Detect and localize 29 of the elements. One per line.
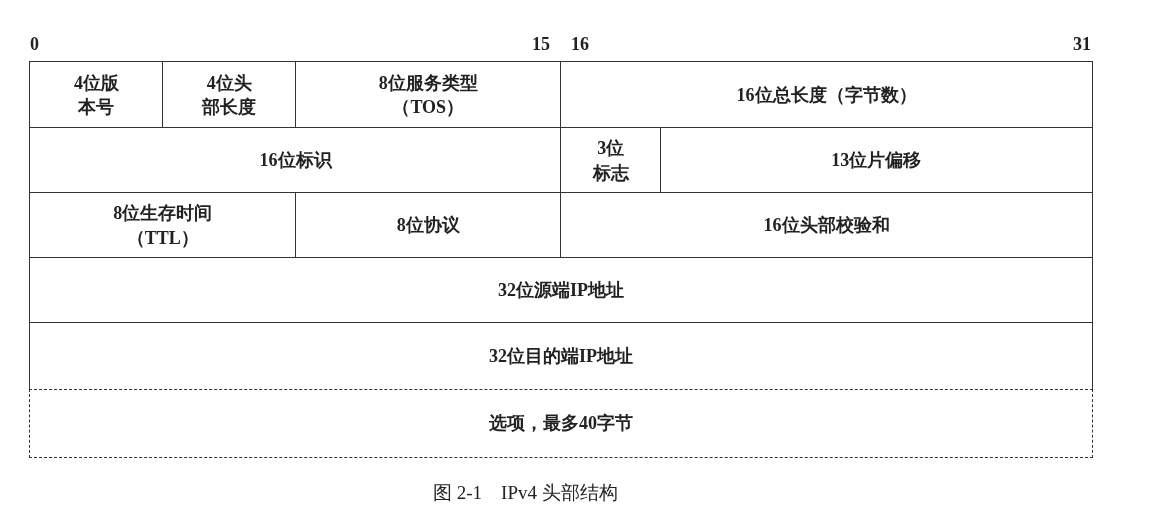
field-cell bbox=[29, 257, 1093, 324]
field-cell bbox=[560, 61, 1093, 129]
field-cell bbox=[659, 127, 1093, 194]
field-cell bbox=[560, 127, 662, 194]
figure-caption: 图 2-1 IPv4 头部结构 bbox=[433, 481, 618, 505]
field-label: 选项，最多40字节 bbox=[489, 412, 633, 436]
field-label: 13位片偏移 bbox=[831, 149, 922, 173]
field-cell bbox=[29, 389, 1093, 458]
field-label: 8位生存时间（TTL） bbox=[112, 202, 214, 250]
field-label: 16位标识 bbox=[259, 149, 332, 173]
bit-number: 16 bbox=[571, 34, 589, 55]
bit-number: 15 bbox=[532, 34, 550, 55]
field-cell bbox=[162, 61, 297, 129]
field-label: 32位目的端IP地址 bbox=[489, 345, 633, 369]
field-label: 4位版本号 bbox=[72, 71, 120, 119]
bit-number: 0 bbox=[30, 34, 39, 55]
field-label: 3位标志 bbox=[592, 137, 629, 185]
field-label: 32位源端IP地址 bbox=[498, 279, 624, 303]
field-label: 8位协议 bbox=[396, 214, 460, 238]
field-cell bbox=[29, 192, 297, 259]
field-cell bbox=[560, 192, 1093, 259]
field-cell bbox=[29, 322, 1093, 391]
field-label: 8位服务类型（TOS） bbox=[377, 71, 479, 119]
field-label: 4位头部长度 bbox=[202, 71, 257, 119]
field-cell bbox=[29, 127, 562, 194]
field-cell bbox=[29, 61, 164, 129]
field-label: 16位头部校验和 bbox=[763, 214, 890, 238]
field-label: 16位总长度（字节数） bbox=[736, 83, 917, 107]
bit-number: 31 bbox=[1073, 34, 1091, 55]
